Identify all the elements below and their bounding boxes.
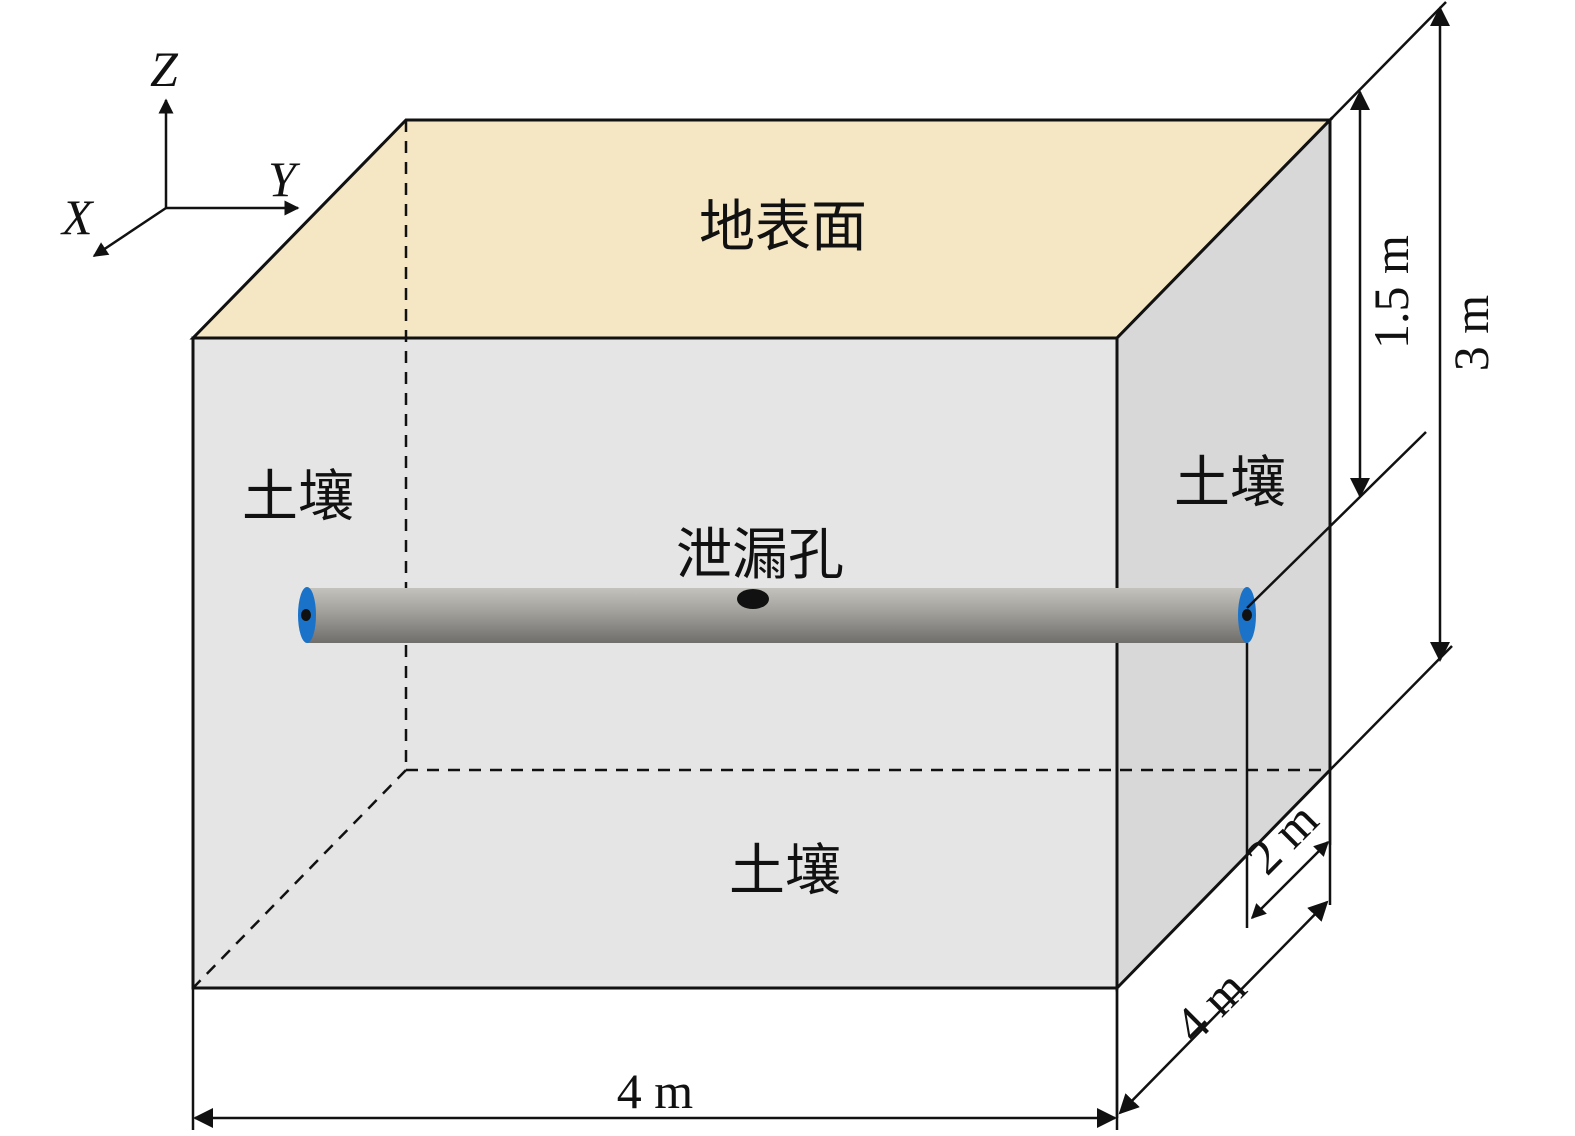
pipe-depth-ext [1246,431,1427,609]
burial-depth-dimension: 1.5 m [1350,90,1419,498]
coordinate-axes: Z Y X [60,41,301,258]
leak-hole-label: 泄漏孔 [676,523,844,588]
pipe-end-right-center [1242,609,1252,621]
hidden-edge-left-bottom [192,769,407,989]
pipe [298,587,1256,643]
surface-label: 地表面 [699,195,867,260]
pipe-offset-arrow [1250,840,1330,920]
front-face [191,336,1119,990]
y-axis-label: Y [268,151,301,207]
leak-hole-marker [737,589,769,609]
x-axis-label: X [60,189,95,245]
height-dimension: 3 m [1430,6,1499,662]
soil-left-label: 土壤 [242,465,354,530]
pipe-body [307,588,1248,643]
soil-right-label: 土壤 [1174,451,1286,516]
z-axis-label: Z [150,41,179,97]
height-ext-bottom [1329,645,1453,771]
x-axis-arrow [92,206,167,258]
width-dimension: 4 m [191,988,1119,1130]
burial-depth-label: 1.5 m [1363,235,1419,349]
soil-bottom-label: 土壤 [729,839,841,904]
width-label: 4 m [617,1063,694,1119]
height-label: 3 m [1443,295,1499,372]
depth-label: 4 m [1163,959,1257,1053]
pipe-end-left-center [301,609,311,621]
height-ext-top [1329,1,1447,121]
depth-arrow [1118,900,1329,1115]
